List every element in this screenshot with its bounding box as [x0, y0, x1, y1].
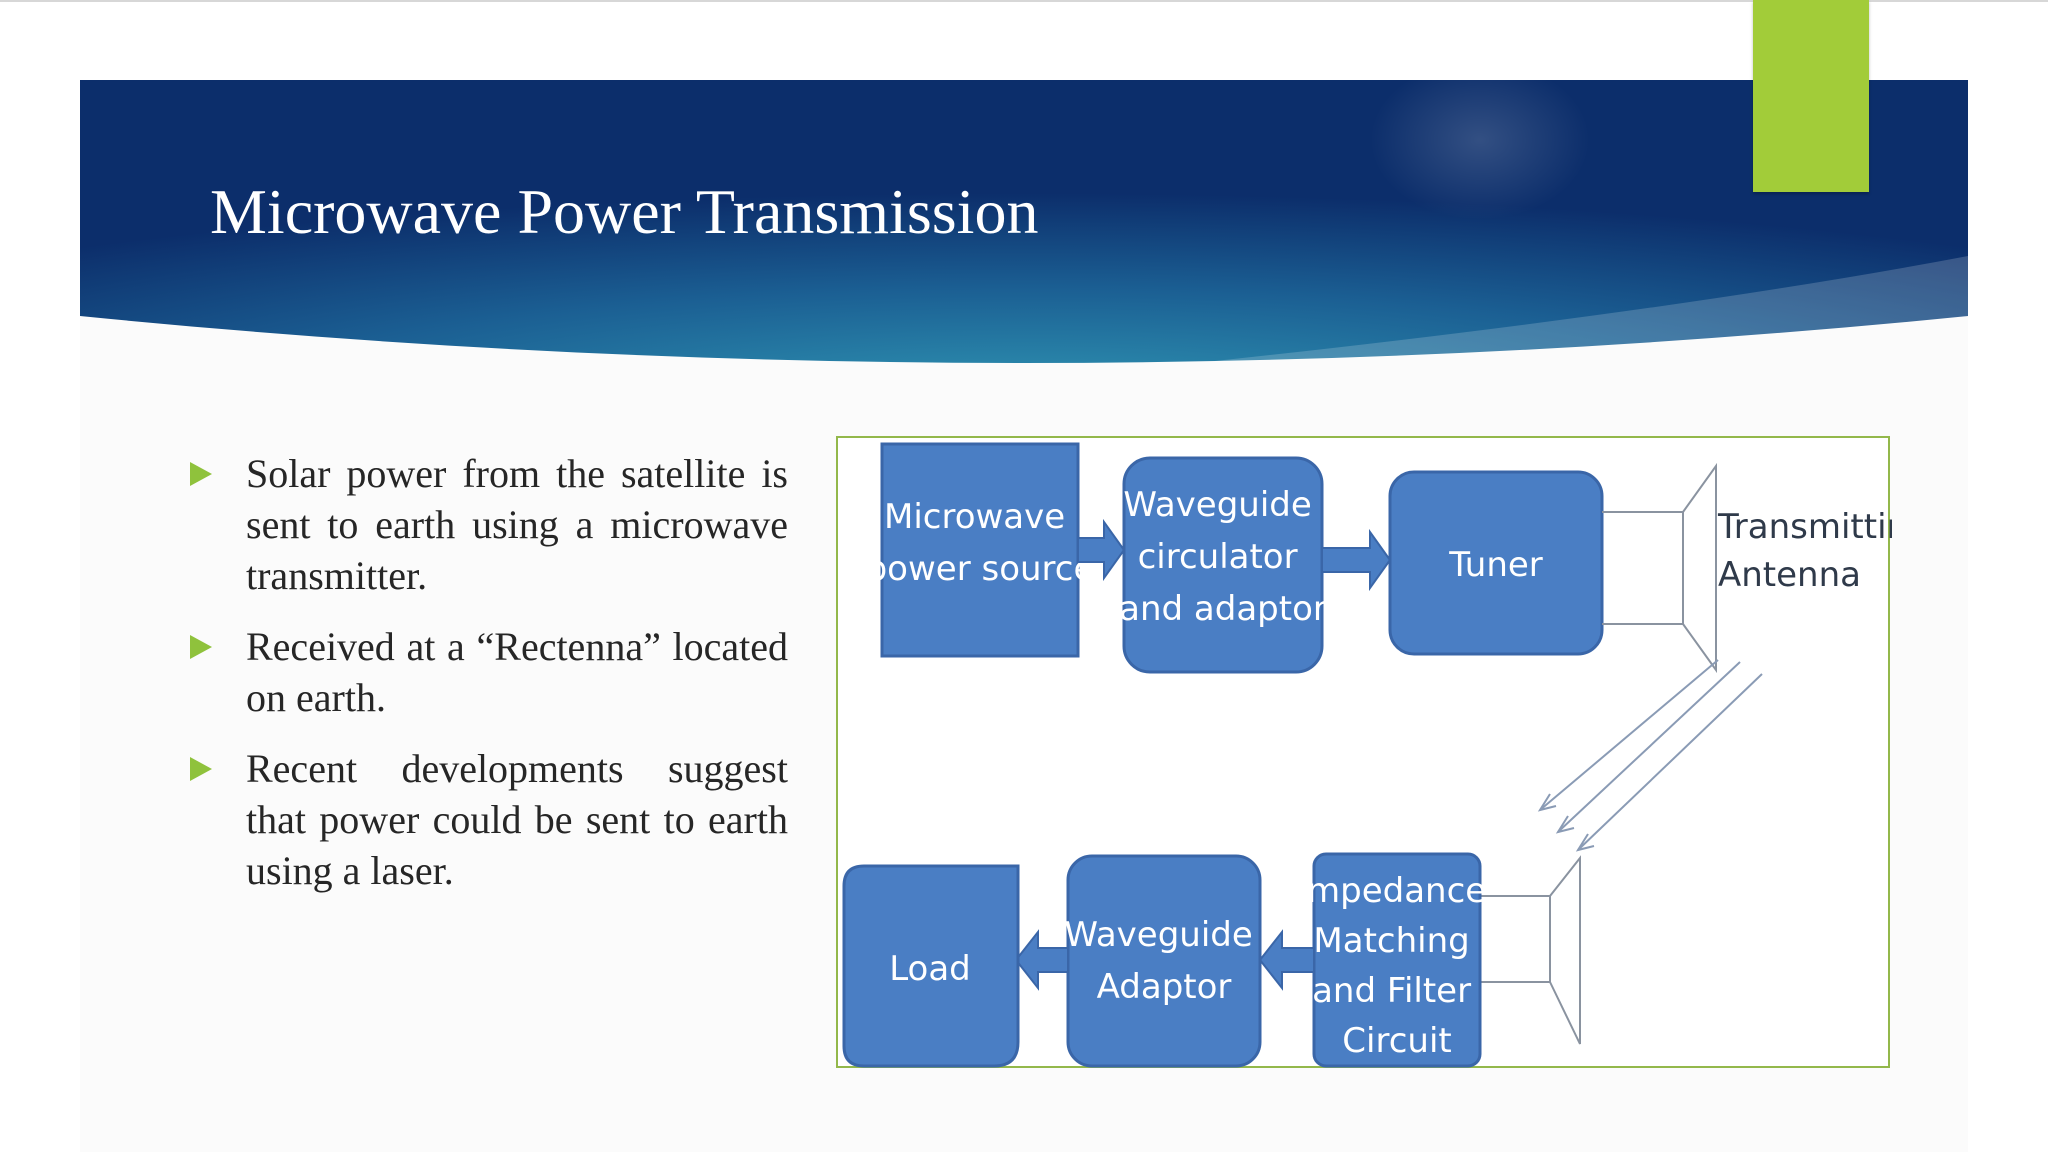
bullet-list: Solar power from the satellite is sent t… [190, 448, 788, 916]
label-line: Waveguide [1064, 915, 1252, 955]
antenna-label-line: Antenna [1718, 555, 1861, 595]
receiving-antenna-icon [1476, 855, 1581, 1045]
header-shape [80, 80, 1968, 375]
label-line: Impedance [1297, 871, 1486, 911]
diagram-canvas: Microwave power source Waveguide circula… [842, 442, 1892, 1068]
label-line: Microwave [884, 497, 1065, 537]
block-load [842, 864, 1020, 1068]
block-microwave-source [880, 442, 1080, 658]
slide-title: Microwave Power Transmission [210, 176, 1039, 247]
bullet-text: Recent developments suggest that power c… [246, 746, 788, 893]
label-line: power source [866, 549, 1095, 589]
svg-text:Transmitting Antenna: Transmitting Antenna [1717, 507, 1892, 595]
arrow-right [1077, 518, 1126, 582]
label-line: Load [889, 949, 971, 989]
bullet-arrow-icon [190, 757, 212, 781]
label-line: Circuit [1342, 1021, 1451, 1061]
header-banner [80, 80, 1968, 380]
beam-lines [1537, 659, 1763, 852]
svg-text:Waveguide circulator: Waveguide circulator and adaptor [1119, 485, 1327, 629]
antenna-label-line: Transmitting [1717, 507, 1892, 547]
block-tuner [1388, 470, 1604, 656]
green-accent-tab [1753, 0, 1869, 192]
bullet-item: Received at a “Rectenna” located on eart… [190, 621, 788, 723]
svg-text:Microwave power source: Microwave power source [866, 497, 1095, 589]
bullet-item: Solar power from the satellite is sent t… [190, 448, 788, 601]
label-line: Matching [1313, 921, 1469, 961]
transmitting-antenna-icon [1602, 462, 1717, 674]
label-line: and adaptor [1119, 589, 1327, 629]
bullet-arrow-icon [190, 462, 212, 486]
bullet-text: Received at a “Rectenna” located on eart… [246, 624, 788, 720]
label-line: circulator [1138, 537, 1298, 577]
block-waveguide-adaptor [1066, 854, 1262, 1068]
bullet-item: Recent developments suggest that power c… [190, 743, 788, 896]
svg-text:Impedance Matching: Impedance Matching and Filter Circuit [1297, 871, 1497, 1061]
bullet-text: Solar power from the satellite is sent t… [246, 451, 788, 598]
block-diagram: Microwave power source Waveguide circula… [836, 436, 1892, 1068]
arrow-right [1321, 528, 1392, 592]
label-line: Adaptor [1097, 967, 1232, 1007]
label-line: Tuner [1448, 545, 1543, 585]
arrow-left [1258, 929, 1315, 991]
svg-text:Waveguide Adaptor: Waveguide Adaptor [1064, 915, 1263, 1007]
top-rule [0, 0, 2048, 2]
label-line: Waveguide [1123, 485, 1311, 525]
bullet-arrow-icon [190, 635, 212, 659]
label-line: and Filter [1312, 971, 1471, 1011]
arrow-left [1014, 929, 1069, 991]
